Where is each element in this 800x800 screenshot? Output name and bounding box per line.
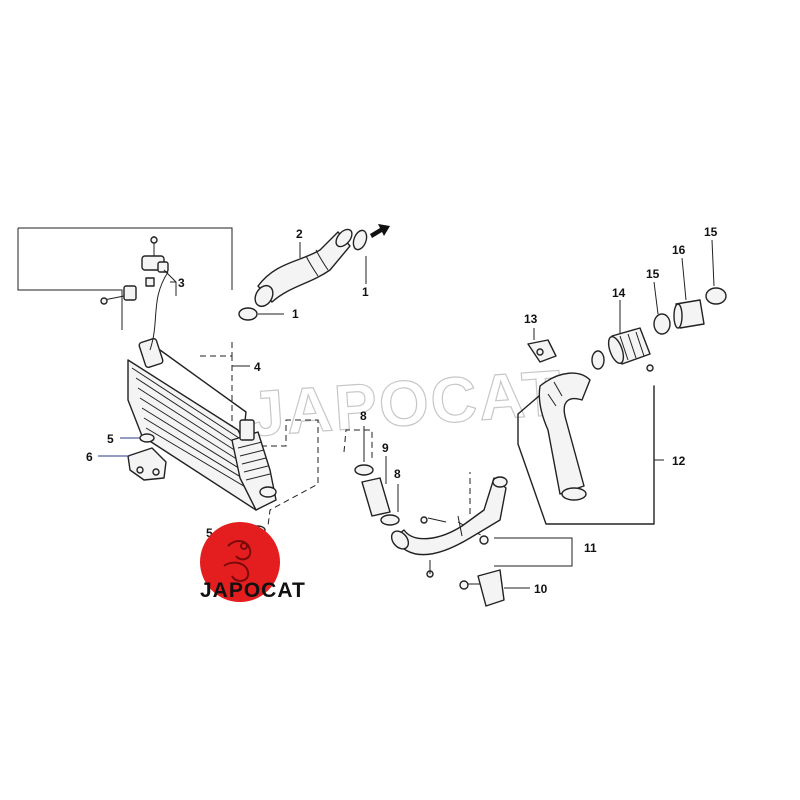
callout-13: 13: [524, 312, 538, 326]
grommet-upper: [139, 433, 155, 443]
callout-12: 12: [672, 454, 686, 468]
pipe-bolt: [479, 535, 489, 545]
japocat-logo: JAPOCAT: [200, 522, 306, 602]
callout-9: 9: [382, 441, 389, 455]
mount-bracket: [127, 447, 167, 481]
callout-10: 10: [534, 582, 548, 596]
callout-5-lower: 5: [206, 526, 213, 540]
callout-1-upper: 1: [362, 285, 369, 299]
clamp-15-left: [653, 313, 671, 335]
callout-15-right: 15: [704, 225, 718, 239]
clamp-15-right: [705, 287, 727, 305]
logo-emblem: [223, 540, 252, 582]
callout-8-upper: 8: [360, 409, 367, 423]
air-flow-arrow: [370, 224, 390, 238]
tube-16: [673, 299, 705, 329]
lower-pipe-assembly: [354, 464, 508, 578]
upper-hose: [254, 228, 353, 308]
callout-15-left: 15: [646, 267, 660, 281]
logo-badge: [200, 522, 280, 602]
hose-clamp-upper: [352, 229, 368, 251]
callout-14: 14: [612, 286, 626, 300]
callout-4: 4: [254, 360, 261, 374]
sensor-bracket-13: [527, 339, 557, 363]
callout-8-lower: 8: [394, 467, 401, 481]
callout-6: 6: [86, 450, 93, 464]
intercooler-group-bracket: [17, 227, 233, 330]
hose-clamp-lower: [238, 307, 258, 321]
boost-sensor: [141, 236, 177, 351]
callout-2: 2: [296, 227, 303, 241]
intercooler: [127, 337, 277, 511]
callout-16: 16: [672, 243, 686, 257]
callout-5-upper: 5: [107, 432, 114, 446]
pipe-bracket: [459, 569, 505, 607]
logo-text: JAPOCAT: [200, 579, 306, 602]
mount-bolt-upper: [100, 277, 155, 305]
outlet-hose: [517, 350, 655, 525]
callout-1-lower: 1: [292, 307, 299, 321]
callout-11: 11: [584, 541, 597, 555]
callout-3: 3: [178, 276, 185, 290]
coupler-14: [607, 327, 654, 372]
